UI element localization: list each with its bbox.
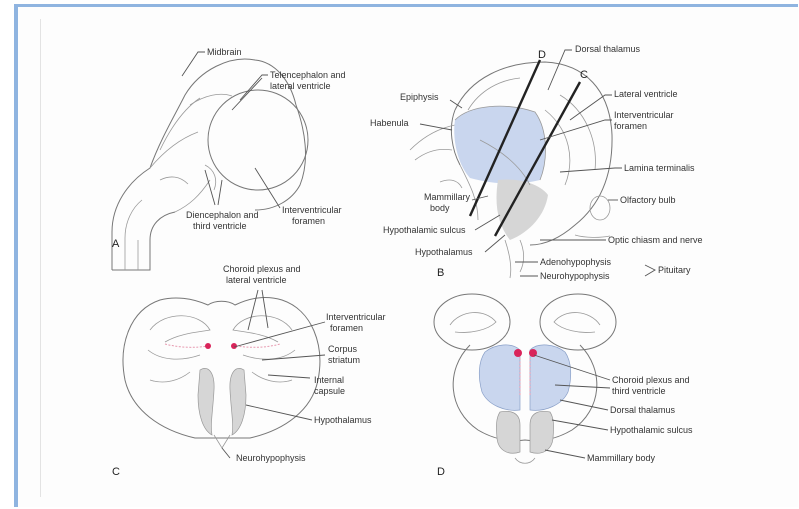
label-b-ivf: Interventricular [614,110,674,120]
label-d-mammillary: Mammillary body [587,453,656,463]
label-c-ivf: Interventricular [326,312,386,322]
label-c-hypothalamus: Hypothalamus [314,415,372,425]
label-b-epiphysis: Epiphysis [400,92,439,102]
label-b-optic: Optic chiasm and nerve [608,235,703,245]
label-b-mammillary: Mammillary [424,192,470,202]
panel-b-fills [454,106,548,240]
label-b-neurohypophysis: Neurohypophysis [540,271,610,281]
panel-letter-c: C [112,466,120,478]
label-b-mammillary-2: body [430,203,450,213]
panel-a: Midbrain Telencephalon and lateral ventr… [112,47,346,270]
label-a-midbrain: Midbrain [207,47,242,57]
label-a-diencephalon-2: third ventricle [193,221,247,231]
label-b-olfactory-bulb: Olfactory bulb [620,195,676,205]
label-c-choroid: Choroid plexus and [223,264,301,274]
label-c-corpus-2: striatum [328,355,360,365]
panel-b: D C Dorsal thalamus Epiphysis Habenula L… [370,44,703,281]
hypothalamus-region-c-right [230,368,246,435]
panel-d-drawing [434,294,616,463]
choroid-plexus-dot-c-left [205,343,211,349]
panel-c: Choroid plexus and lateral ventricle Int… [112,264,386,478]
panel-a-leaders [182,52,280,208]
panel-letter-b: B [437,267,444,279]
label-b-lamina-terminalis: Lamina terminalis [624,163,695,173]
section-label-c: C [580,69,588,81]
label-a-ivf: Interventricular [282,205,342,215]
dorsal-thalamus-region-d-left [479,345,520,410]
label-a-ivf-2: foramen [292,216,325,226]
label-d-choroid-2: third ventricle [612,386,666,396]
label-c-corpus: Corpus [328,344,358,354]
mammillary-region-d-right [530,411,554,453]
label-b-lateral-ventricle: Lateral ventricle [614,89,678,99]
label-c-internal-2: capsule [314,386,345,396]
panel-letter-d: D [437,466,445,478]
label-a-telencephalon-2: lateral ventricle [270,81,331,91]
label-b-dorsal-thalamus: Dorsal thalamus [575,44,641,54]
panel-c-drawing [123,298,320,448]
label-d-hypothalamic-sulcus: Hypothalamic sulcus [610,425,693,435]
section-label-d: D [538,49,546,61]
label-c-ivf-2: foramen [330,323,363,333]
panel-d: Choroid plexus and third ventricle Dorsa… [434,294,693,478]
mammillary-region-d-left [496,411,520,453]
hypothalamus-region-c-left [198,368,214,435]
label-a-telencephalon: Telencephalon and [270,70,346,80]
label-d-dorsal-thalamus: Dorsal thalamus [610,405,676,415]
dorsal-thalamus-region [454,106,545,183]
label-b-pituitary: Pituitary [658,265,691,275]
label-c-choroid-2: lateral ventricle [226,275,287,285]
label-a-diencephalon: Diencephalon and [186,210,259,220]
label-b-ivf-2: foramen [614,121,647,131]
label-b-hypothalamus: Hypothalamus [415,247,473,257]
label-d-choroid: Choroid plexus and [612,375,690,385]
label-b-habenula: Habenula [370,118,409,128]
panel-letter-a: A [112,238,120,250]
label-b-adenohypophysis: Adenohypophysis [540,257,612,267]
choroid-plexus-dot-d-left [514,349,522,357]
label-c-neurohypophysis: Neurohypophysis [236,453,306,463]
label-c-internal: Internal [314,375,344,385]
label-b-hypothalamic-sulcus: Hypothalamic sulcus [383,225,466,235]
